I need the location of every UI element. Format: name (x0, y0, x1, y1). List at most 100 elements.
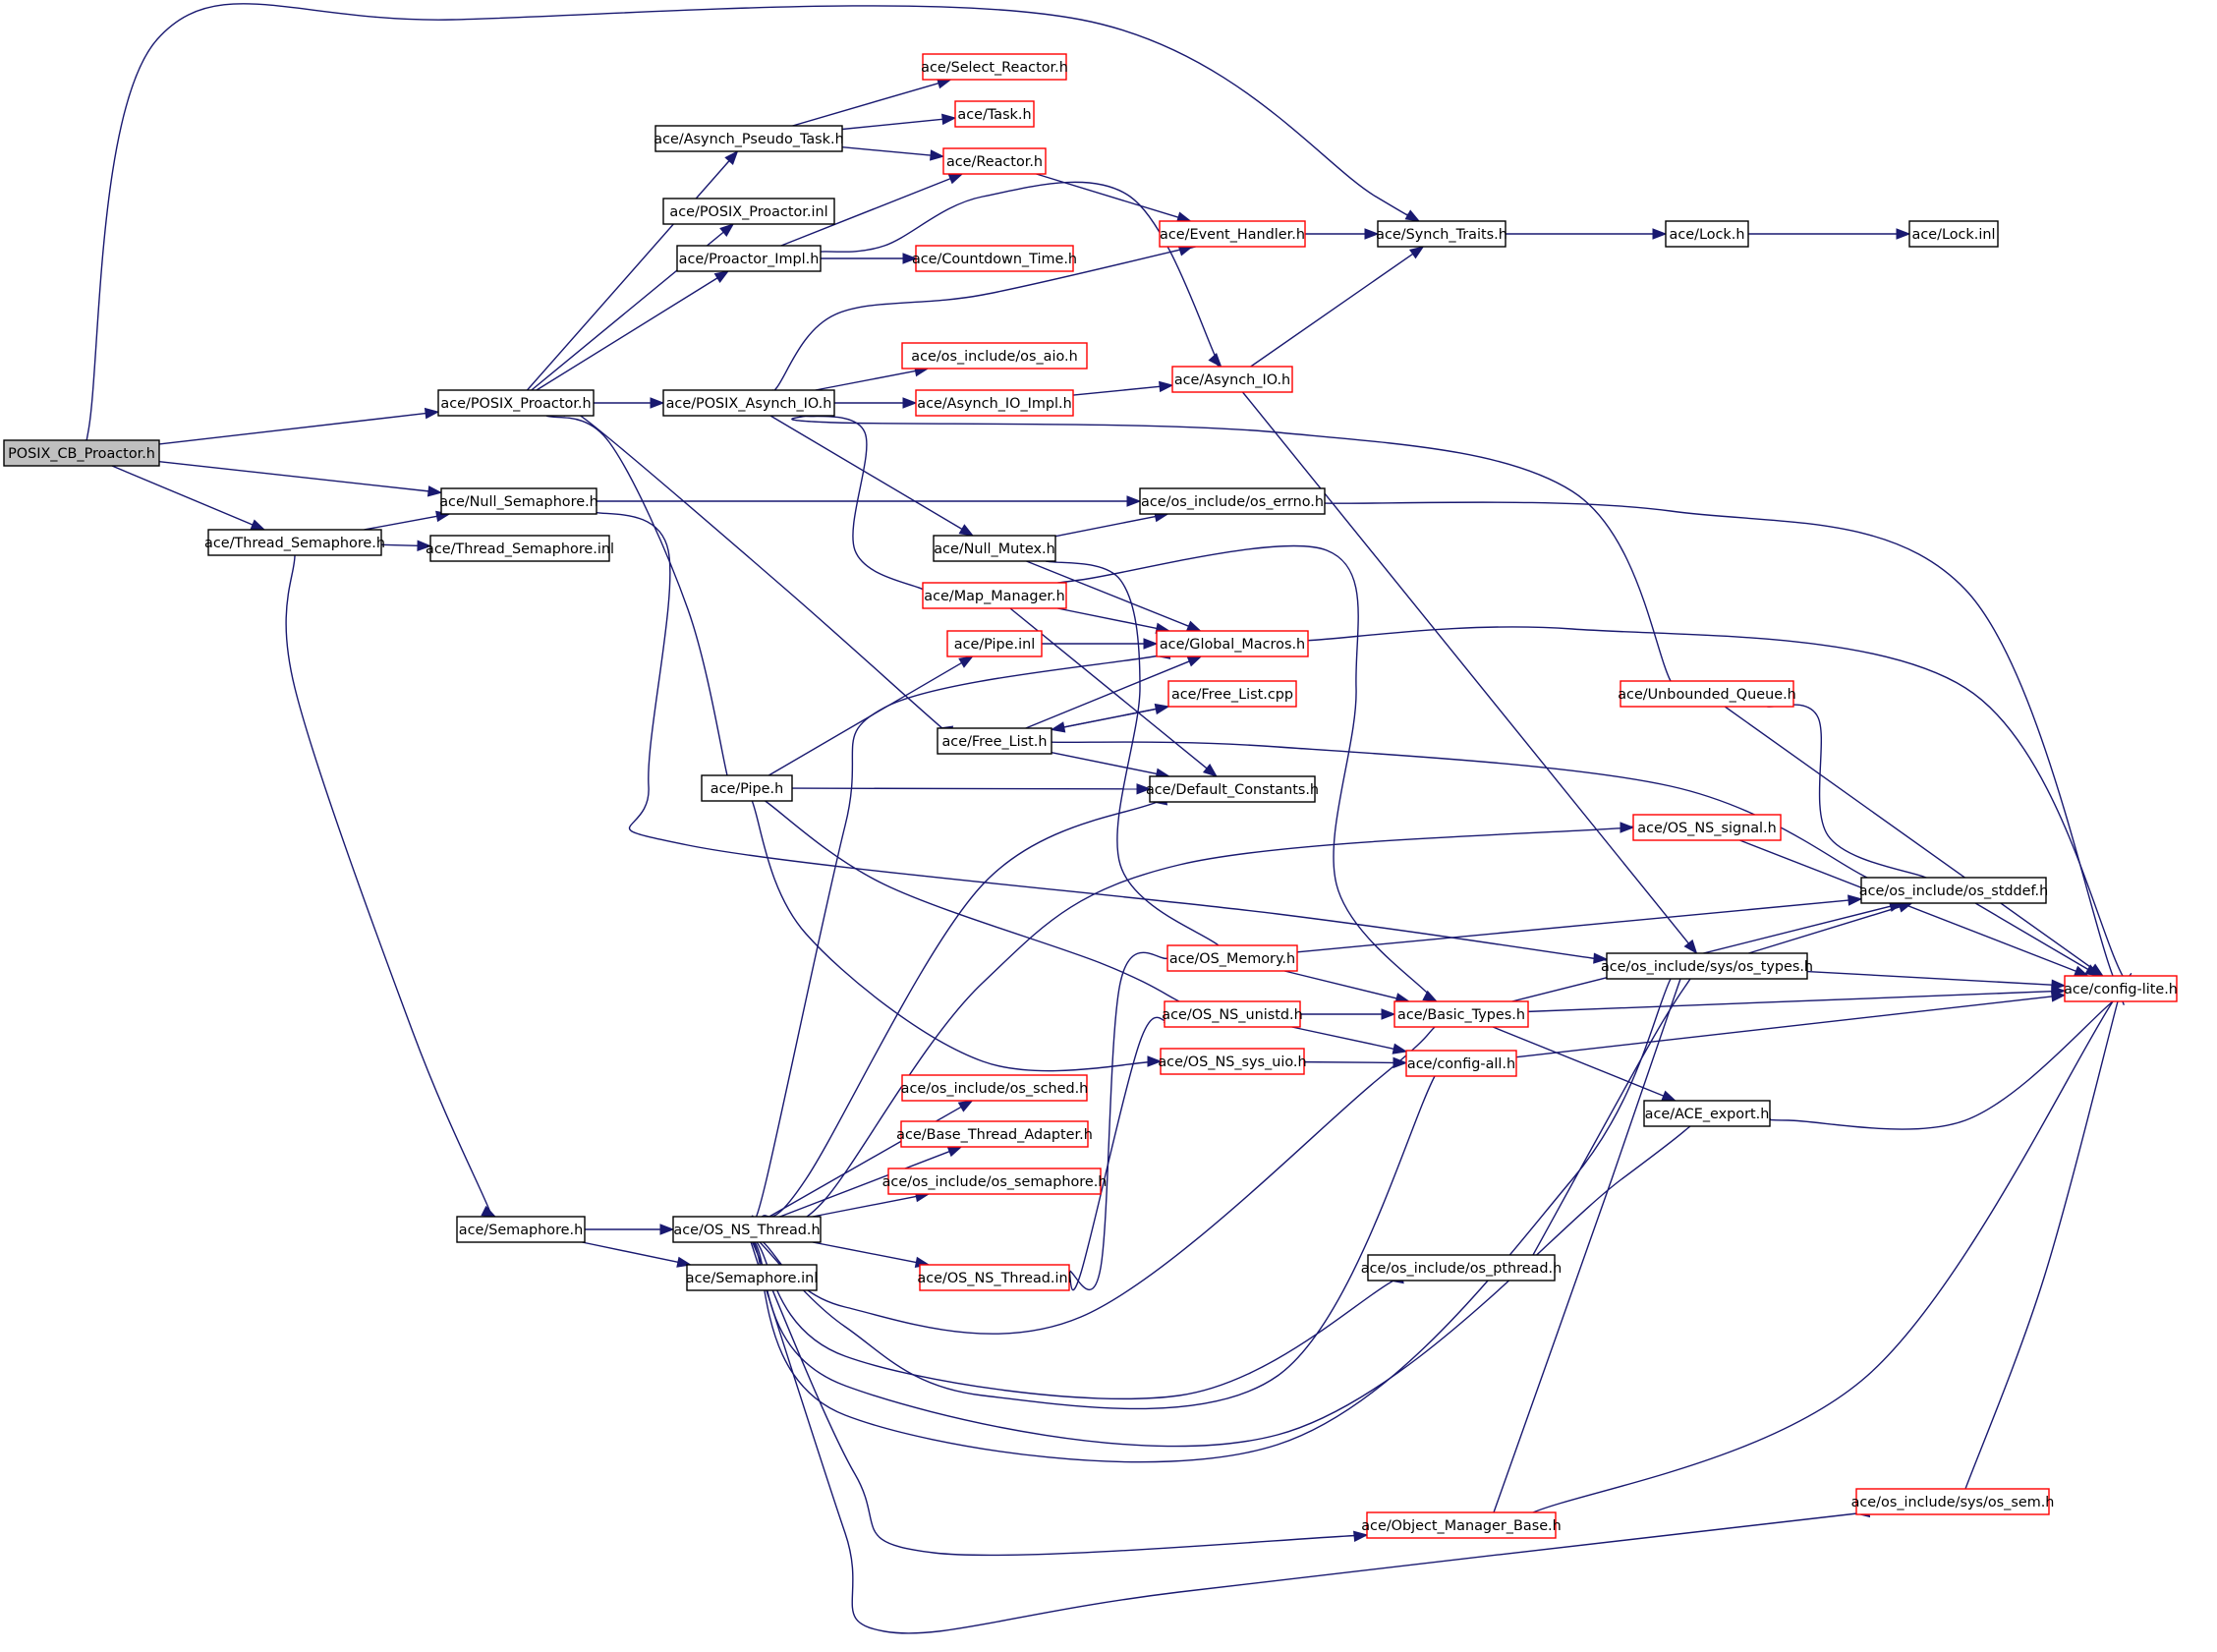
arrowhead-icon (1136, 783, 1152, 795)
node-semaphore-h[interactable]: ace/Semaphore.h (456, 1216, 586, 1243)
node-free-list-cpp[interactable]: ace/Free_List.cpp (1167, 680, 1297, 708)
node-semaphore-inl[interactable]: ace/Semaphore.inl (686, 1264, 818, 1291)
arrowhead-icon (659, 1224, 675, 1235)
node-asynch-io[interactable]: ace/Asynch_IO.h (1171, 366, 1293, 393)
edge-free_list_cpp-to-free_list_h (1050, 706, 1169, 733)
node-countdown-time[interactable]: ace/Countdown_Time.h (912, 245, 1077, 272)
edge-line (779, 1151, 950, 1218)
edge-sys_os_sem-to-config_lite (1959, 980, 2125, 1506)
edge-posix_cb_proactor-to-thread_semaphore (111, 465, 266, 531)
arrowhead-icon (1185, 620, 1202, 632)
node-sys-os-types[interactable]: ace/os_include/sys/os_types.h (1601, 952, 1813, 980)
node-null-semaphore[interactable]: ace/Null_Semaphore.h (439, 487, 598, 515)
edge-line (1527, 991, 2053, 1013)
edge-thread_semaphore-to-semaphore_h (285, 554, 497, 1228)
arrowhead-icon (1896, 228, 1911, 240)
node-os-ns-signal[interactable]: ace/OS_NS_signal.h (1632, 814, 1782, 841)
node-layer: POSIX_CB_Proactor.hace/POSIX_Proactor.ha… (3, 53, 2178, 1539)
edge-line (759, 1053, 1448, 1410)
node-lock-h[interactable]: ace/Lock.h (1665, 220, 1749, 248)
node-pipe-inl[interactable]: ace/Pipe.inl (946, 630, 1043, 657)
edge-line (751, 800, 1170, 1072)
edge-line (158, 412, 426, 445)
node-global-macros[interactable]: ace/Global_Macros.h (1156, 630, 1309, 657)
node-label: ace/Thread_Semaphore.h (204, 536, 385, 551)
node-event-handler[interactable]: ace/Event_Handler.h (1159, 220, 1306, 248)
node-box (922, 582, 1067, 609)
node-os-ns-unistd[interactable]: ace/OS_NS_unistd.h (1162, 1000, 1303, 1028)
node-os-sched[interactable]: ace/os_include/os_sched.h (901, 1074, 1089, 1102)
arrowhead-icon (1593, 952, 1609, 964)
edge-lock_h-to-lock_inl (1748, 228, 1911, 240)
edge-line (812, 1195, 917, 1218)
edge-os_memory-to-basic_types (1283, 970, 1411, 1004)
edge-proactor_impl-to-asynch_io (820, 181, 1224, 375)
arrowhead-icon (1208, 353, 1222, 369)
node-base-thread-adapter[interactable]: ace/Base_Thread_Adapter.h (896, 1120, 1093, 1148)
node-os-semaphore[interactable]: ace/os_include/os_semaphore.h (882, 1168, 1108, 1195)
edge-asynch_pseudo_task-to-task (841, 113, 957, 131)
node-label: ace/Proactor_Impl.h (679, 252, 820, 267)
node-os-memory[interactable]: ace/OS_Memory.h (1166, 944, 1298, 972)
node-null-mutex[interactable]: ace/Null_Mutex.h (933, 535, 1056, 562)
node-posix-proactor[interactable]: ace/POSIX_Proactor.h (437, 389, 595, 417)
node-box (900, 1120, 1089, 1148)
edge-os_ns_thread_h-to-default_constants (761, 793, 1176, 1218)
node-os-ns-thread-h[interactable]: ace/OS_NS_Thread.h (672, 1216, 822, 1243)
node-map-manager[interactable]: ace/Map_Manager.h (922, 582, 1067, 609)
node-basic-types[interactable]: ace/Basic_Types.h (1393, 1000, 1529, 1028)
node-os-aio[interactable]: ace/os_include/os_aio.h (901, 342, 1088, 370)
node-object-manager-base[interactable]: ace/Object_Manager_Base.h (1361, 1511, 1562, 1539)
node-default-constants[interactable]: ace/Default_Constants.h (1146, 775, 1319, 803)
node-thread-semaphore-inl[interactable]: ace/Thread_Semaphore.inl (426, 535, 614, 562)
node-lock-inl[interactable]: ace/Lock.inl (1908, 220, 1999, 248)
node-os-pthread[interactable]: ace/os_include/os_pthread.h (1361, 1254, 1562, 1282)
edge-line (1492, 1026, 1665, 1097)
arrowhead-icon (958, 524, 975, 537)
arrowhead-icon (902, 397, 918, 409)
node-unbounded-queue[interactable]: ace/Unbounded_Queue.h (1618, 680, 1796, 708)
edge-null_semaphore-to-sys_os_types (585, 507, 1617, 964)
node-label: ace/Base_Thread_Adapter.h (896, 1127, 1093, 1143)
edge-posix_cb_proactor-to-synch_traits (82, 3, 1421, 464)
edge-null_semaphore-to-os_errno (597, 495, 1142, 507)
node-os-ns-thread-inl[interactable]: ace/OS_NS_Thread.inl (917, 1264, 1072, 1291)
edge-line (1324, 501, 2125, 1005)
edge-line (1026, 560, 1189, 627)
node-box (933, 535, 1056, 562)
node-task[interactable]: ace/Task.h (954, 100, 1035, 128)
edge-os_memory-to-os_stddef (1296, 894, 1863, 953)
edge-line (792, 82, 939, 127)
node-posix-proactor-inl[interactable]: ace/POSIX_Proactor.inl (662, 198, 835, 225)
arrowhead-icon (958, 655, 974, 668)
node-reactor[interactable]: ace/Reactor.h (942, 147, 1047, 175)
node-os-errno[interactable]: ace/os_include/os_errno.h (1139, 487, 1326, 515)
node-select-reactor[interactable]: ace/Select_Reactor.h (921, 53, 1068, 81)
node-proactor-impl[interactable]: ace/Proactor_Impl.h (676, 245, 822, 272)
node-pipe-h[interactable]: ace/Pipe.h (701, 774, 793, 802)
node-box (887, 1168, 1102, 1195)
arrowhead-icon (2084, 964, 2101, 977)
node-label: ace/Thread_Semaphore.inl (426, 541, 614, 557)
node-sys-os-sem[interactable]: ace/os_include/sys/os_sem.h (1851, 1488, 2055, 1515)
node-box (701, 774, 793, 802)
node-config-lite[interactable]: ace/config-lite.h (2064, 975, 2178, 1002)
node-posix-asynch-io[interactable]: ace/POSIX_Asynch_IO.h (662, 389, 835, 417)
edge-posix_asynch_io-to-asynch_io_impl (834, 397, 918, 409)
node-os-stddef[interactable]: ace/os_include/os_stddef.h (1859, 877, 2048, 904)
node-thread-semaphore[interactable]: ace/Thread_Semaphore.h (204, 529, 385, 556)
edge-line (812, 1241, 917, 1264)
node-os-ns-sys-uio[interactable]: ace/OS_NS_sys_uio.h (1158, 1048, 1307, 1075)
node-ace-export[interactable]: ace/ACE_export.h (1643, 1100, 1771, 1127)
node-box (437, 389, 595, 417)
node-config-all[interactable]: ace/config-all.h (1405, 1050, 1517, 1077)
edge-line (798, 415, 937, 594)
edge-os_ns_unistd-to-config_all (1291, 1026, 1408, 1054)
edge-semaphore_h-to-semaphore_inl (582, 1241, 693, 1268)
node-asynch-io-impl[interactable]: ace/Asynch_IO_Impl.h (915, 389, 1074, 417)
node-synch-traits[interactable]: ace/Synch_Traits.h (1376, 220, 1507, 248)
node-free-list-h[interactable]: ace/Free_List.h (937, 727, 1052, 755)
node-asynch-pseudo-task[interactable]: ace/Asynch_Pseudo_Task.h (654, 125, 844, 152)
arrowhead-icon (1381, 1008, 1396, 1020)
